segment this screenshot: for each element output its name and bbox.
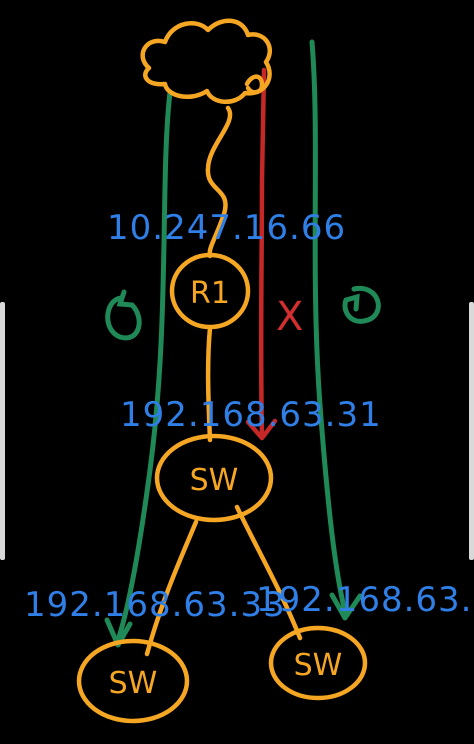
cloud-icon [140, 18, 273, 104]
router-node: R1 [169, 252, 251, 330]
left-switch-label: SW [109, 666, 158, 701]
left-switch-node: SW [76, 638, 190, 724]
router-label: R1 [190, 276, 230, 311]
core-switch-label: SW [190, 463, 239, 498]
router-uplink-ip-label: 10.247.16.66 [107, 208, 346, 248]
orange-links [144, 105, 303, 657]
left-switch-ip-label: 192.168.63.33 [24, 585, 286, 625]
left-edge-handle[interactable] [0, 302, 5, 560]
core-switch-node: SW [154, 433, 274, 523]
green-right-path [309, 39, 363, 621]
red-x-mark: X [276, 294, 303, 340]
right-switch-node: SW [268, 625, 368, 701]
right-circle-arrow-icon [342, 286, 381, 324]
right-switch-label: SW [294, 648, 343, 683]
right-edge-handle[interactable] [469, 302, 474, 560]
core-switch-ip-label: 192.168.63.31 [120, 395, 382, 435]
green-left-path [104, 89, 173, 648]
left-circle-arrow-icon [105, 289, 142, 341]
right-switch-ip-label: 192.168.63.34 [256, 580, 474, 620]
red-path [245, 67, 278, 441]
